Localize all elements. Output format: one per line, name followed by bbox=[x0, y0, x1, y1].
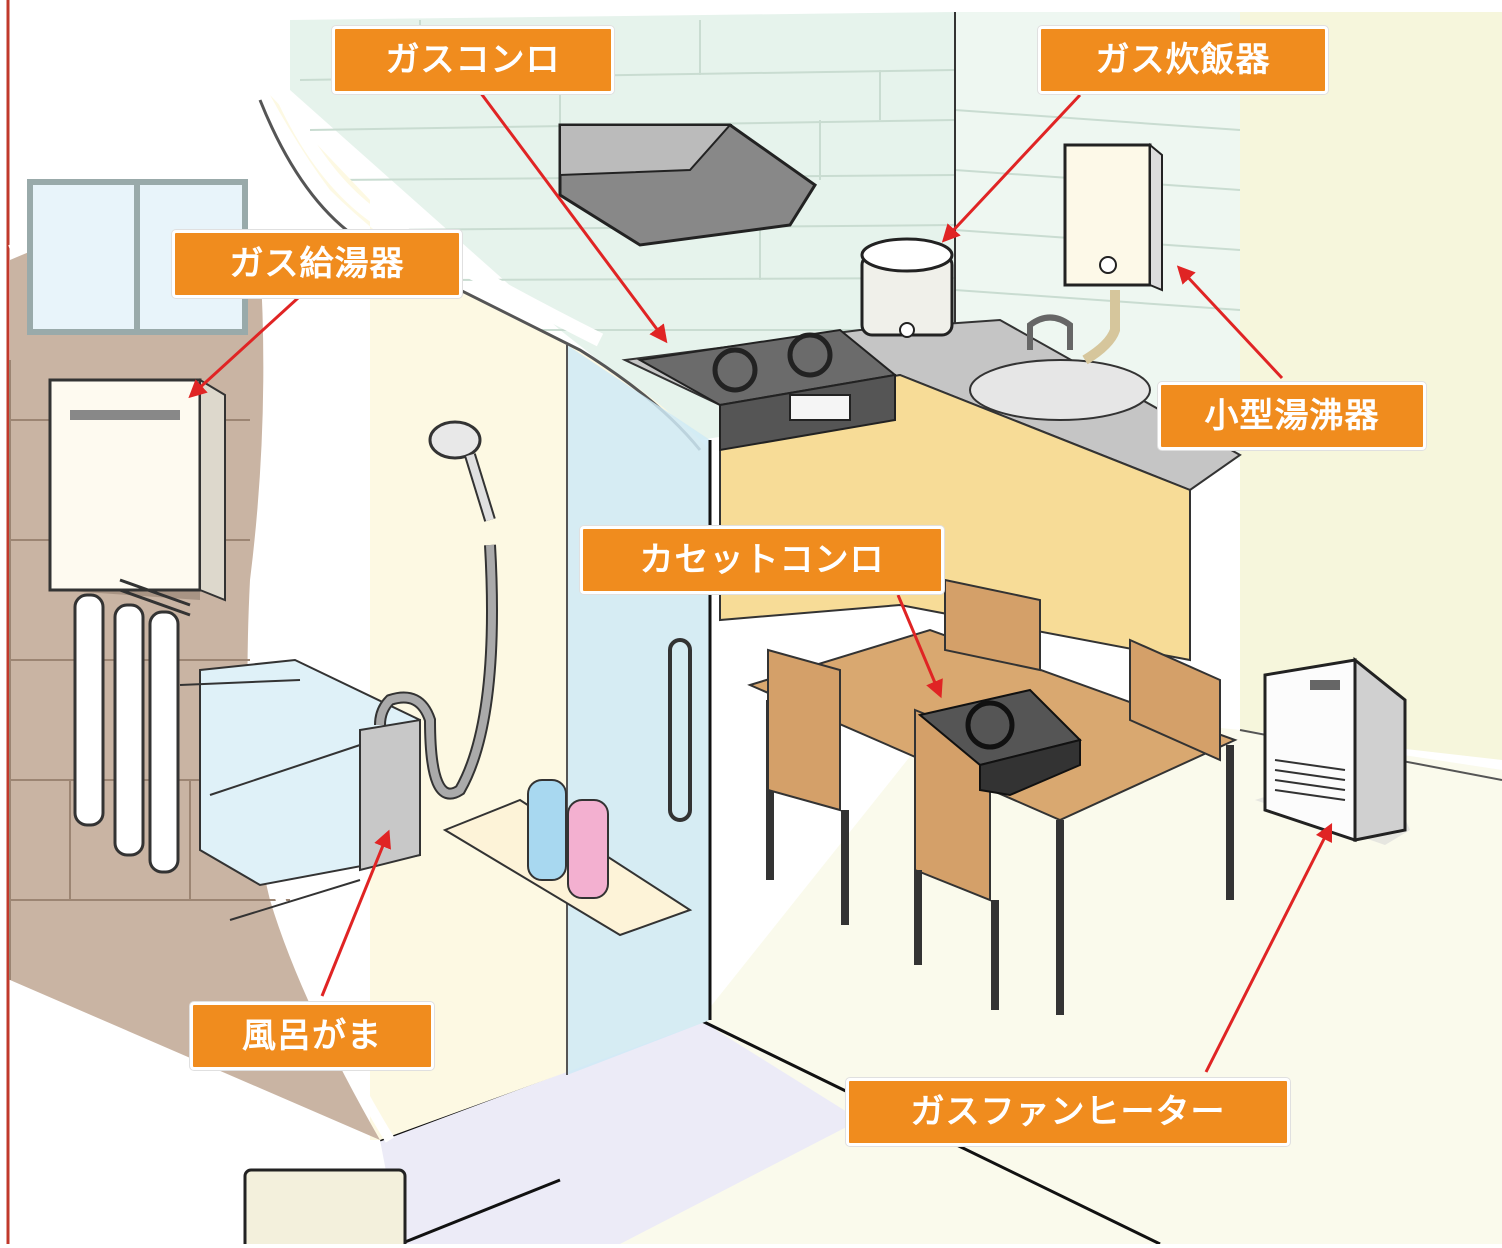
gas-fan-heater-graphic bbox=[1255, 656, 1410, 845]
bottle-pink bbox=[567, 799, 609, 899]
arrow-gas-stove bbox=[478, 91, 668, 344]
label-gas-water-heater: ガス給湯器 bbox=[172, 230, 462, 298]
arrow-cassette-stove bbox=[896, 594, 943, 699]
label-gas-stove: ガスコンロ bbox=[332, 26, 614, 94]
gas-stove-graphic bbox=[636, 328, 898, 452]
label-cassette-stove: カセットコンロ bbox=[580, 526, 944, 594]
arrow-bath-boiler bbox=[320, 829, 391, 997]
cassette-stove-graphic bbox=[917, 688, 1082, 797]
door-handle bbox=[668, 638, 692, 822]
label-small-water-heater: 小型湯沸器 bbox=[1158, 382, 1426, 450]
pointer-arrows bbox=[188, 91, 1333, 1073]
bath-boiler-graphic bbox=[359, 718, 421, 872]
label-gas-fan-heater: ガスファンヒーター bbox=[846, 1078, 1290, 1146]
bottle-blue bbox=[527, 779, 567, 881]
sink bbox=[969, 314, 1151, 421]
small-water-heater-graphic bbox=[1063, 142, 1163, 365]
shower-graphic bbox=[374, 420, 498, 800]
gas-rice-cooker-graphic bbox=[860, 237, 954, 338]
outer-wall bbox=[10, 198, 380, 1140]
arrow-small-water-heater bbox=[1176, 265, 1284, 380]
range-hood bbox=[558, 123, 818, 247]
bottom-cabinet bbox=[243, 1168, 407, 1248]
label-bath-boiler: 風呂がま bbox=[190, 1002, 434, 1070]
arrow-gas-water-heater bbox=[188, 296, 300, 399]
gas-water-heater-graphic bbox=[48, 378, 226, 874]
bathroom-floor bbox=[380, 1020, 860, 1244]
label-gas-rice-cooker: ガス炊飯器 bbox=[1038, 26, 1328, 94]
arrow-gas-fan-heater bbox=[1204, 822, 1333, 1073]
arrow-gas-rice-cooker bbox=[941, 93, 1082, 243]
